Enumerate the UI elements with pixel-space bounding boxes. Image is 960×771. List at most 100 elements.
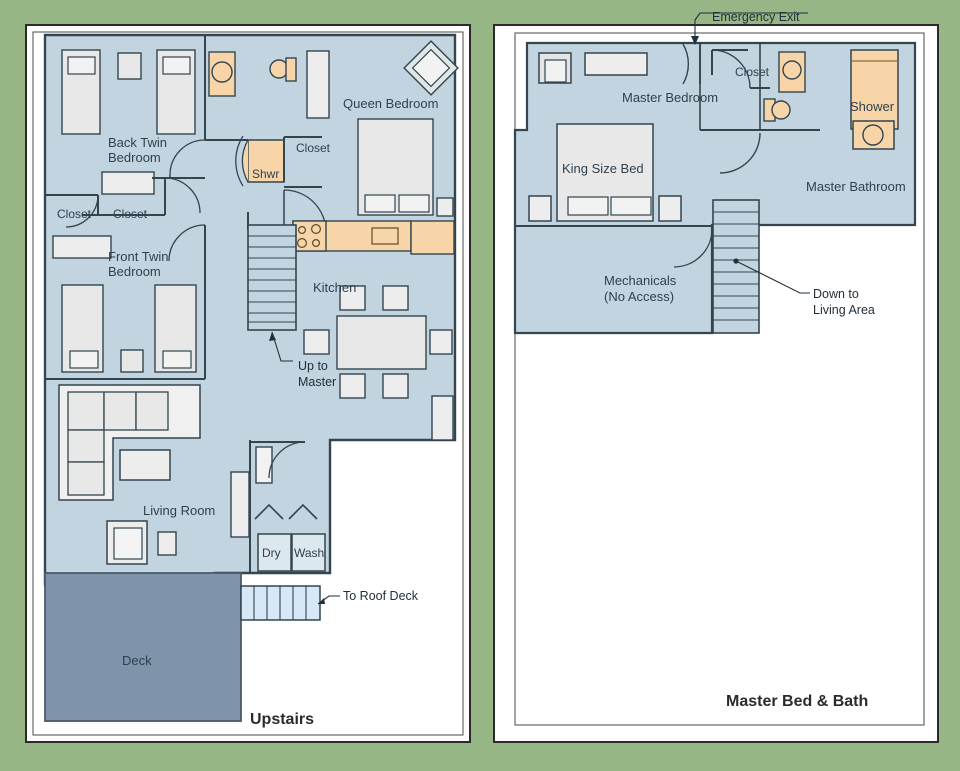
room-queen-bedroom: Queen Bedroom bbox=[306, 40, 459, 217]
callout-up-to-master-line2: Master bbox=[298, 375, 336, 389]
label-shower-upstairs: Shwr bbox=[252, 167, 279, 181]
shower-curve bbox=[241, 139, 249, 183]
callout-leader-emergency-exit bbox=[694, 12, 808, 21]
laundry-chevron-2 bbox=[288, 503, 318, 520]
sofa-cushion-5 bbox=[67, 461, 105, 496]
label-front-twin-line2: Bedroom bbox=[108, 264, 161, 279]
shower-upstairs: Shwr bbox=[235, 135, 285, 187]
pillow-front-twin-1 bbox=[69, 350, 99, 369]
room-master-bathroom: Master Bathroom bbox=[699, 43, 906, 194]
laundry-door-arc bbox=[268, 441, 306, 479]
stairs-to-roof-deck: To Roof Deck bbox=[240, 585, 419, 621]
master-shower: Shower bbox=[850, 49, 899, 150]
emergency-exit-door-arc bbox=[682, 43, 690, 85]
label-closet-a: Closet bbox=[57, 207, 92, 221]
callout-to-roof-deck: To Roof Deck bbox=[343, 589, 419, 603]
deck-area: Deck bbox=[44, 572, 242, 722]
callout-arrow-roof-deck bbox=[318, 598, 325, 604]
label-queen-bedroom: Queen Bedroom bbox=[343, 96, 438, 111]
room-back-twin-bedroom: Back Twin Bedroom bbox=[61, 49, 196, 195]
callout-leader-down-to-living bbox=[735, 260, 810, 294]
pillow-back-twin-1 bbox=[67, 56, 96, 75]
master-dresser bbox=[584, 52, 648, 76]
stove-burner-3-icon bbox=[297, 238, 308, 249]
master-sink-drain-icon bbox=[862, 124, 884, 146]
dining-chair-2 bbox=[382, 285, 409, 311]
nightstand-back-twin bbox=[117, 52, 142, 80]
pillow-queen-1 bbox=[364, 194, 396, 213]
callout-up-to-master-line1: Up to bbox=[298, 359, 328, 373]
callout-down-to-living-line2: Living Area bbox=[813, 303, 875, 317]
queen-dresser bbox=[306, 50, 330, 119]
sofa-cushion-2 bbox=[103, 391, 137, 431]
king-nightstand-right bbox=[658, 195, 682, 222]
tall-cabinet-living bbox=[230, 471, 250, 538]
side-table-living bbox=[157, 531, 177, 556]
king-nightstand-left bbox=[528, 195, 552, 222]
pillow-king-2 bbox=[610, 196, 652, 216]
label-kitchen: Kitchen bbox=[313, 280, 356, 295]
panel-upstairs: Back Twin Bedroom Closet Closet Front T bbox=[25, 24, 471, 743]
laundry-area: Dry Wash bbox=[249, 440, 326, 573]
master-closet-door-arc bbox=[711, 49, 751, 89]
laundry-chevron-1 bbox=[254, 503, 284, 520]
label-mechanicals-line1: Mechanicals bbox=[604, 273, 677, 288]
master-toilet-bowl-icon bbox=[771, 100, 791, 120]
toilet-tank-icon bbox=[285, 57, 297, 82]
stairs-up-box bbox=[247, 224, 297, 331]
queen-diamond-inner bbox=[411, 48, 451, 88]
room-living-room: Living Room bbox=[58, 384, 273, 565]
closet-door-arc-a bbox=[65, 194, 99, 228]
pillow-king-1 bbox=[567, 196, 609, 216]
label-queen-closet: Closet bbox=[296, 141, 331, 155]
refrigerator bbox=[410, 220, 455, 255]
mechanicals-door-arc bbox=[673, 228, 713, 268]
closets-twin: Closet Closet bbox=[45, 177, 205, 228]
label-master-bedroom: Master Bedroom bbox=[622, 90, 718, 105]
stairs-down-box bbox=[712, 199, 760, 334]
dresser-front-twin bbox=[52, 235, 112, 259]
panel-master: Master Bedroom King Size Bed Emergency E… bbox=[493, 10, 939, 743]
pillow-front-twin-2 bbox=[162, 350, 192, 369]
deck-slab bbox=[44, 572, 242, 722]
label-mechanicals-line2: (No Access) bbox=[604, 289, 674, 304]
nightstand-front-twin bbox=[120, 349, 144, 373]
pillow-queen-2 bbox=[398, 194, 430, 213]
dining-chair-6 bbox=[429, 329, 453, 355]
dining-table bbox=[336, 315, 427, 370]
label-back-twin-line1: Back Twin bbox=[108, 135, 167, 150]
dining-chair-5 bbox=[303, 329, 330, 355]
callout-emergency-exit: Emergency Exit bbox=[712, 10, 800, 24]
armchair-cushion bbox=[113, 527, 143, 560]
queen-diamond-table bbox=[403, 40, 459, 96]
hall-door-arc-1 bbox=[169, 139, 206, 176]
stove-burner-2-icon bbox=[311, 224, 322, 235]
tub-drain-icon bbox=[211, 61, 233, 83]
floor-master-bath bbox=[760, 130, 915, 225]
floor-mechanicals bbox=[515, 225, 712, 333]
sofa-cushion-4 bbox=[67, 429, 105, 463]
label-back-twin-line2: Bedroom bbox=[108, 150, 161, 165]
label-master-shower: Shower bbox=[850, 99, 895, 114]
emergency-exit-door: Emergency Exit bbox=[682, 10, 808, 85]
room-kitchen: Kitchen bbox=[292, 220, 455, 441]
room-mechanicals: Mechanicals (No Access) bbox=[515, 225, 713, 334]
bath-fixtures-upstairs bbox=[208, 51, 297, 97]
dryer-unit bbox=[257, 533, 292, 572]
label-closet-b: Closet bbox=[113, 207, 148, 221]
label-master-bathroom: Master Bathroom bbox=[806, 179, 906, 194]
callout-arrow-emergency-exit bbox=[691, 36, 699, 45]
sofa-cushion-1 bbox=[67, 391, 105, 431]
room-front-twin-bedroom: Front Twin Bedroom bbox=[45, 224, 206, 380]
dining-chair-1 bbox=[339, 285, 366, 311]
bath-door-arc bbox=[719, 132, 761, 174]
closet-door-arc-b bbox=[164, 177, 201, 214]
callout-leader-up-to-master bbox=[271, 331, 293, 362]
label-living-room: Living Room bbox=[143, 503, 215, 518]
washer-unit bbox=[291, 533, 326, 572]
kitchen-cabinet bbox=[431, 395, 454, 441]
stairs-up-to-master: Up to Master bbox=[247, 224, 336, 389]
queen-nightstand bbox=[436, 197, 454, 217]
